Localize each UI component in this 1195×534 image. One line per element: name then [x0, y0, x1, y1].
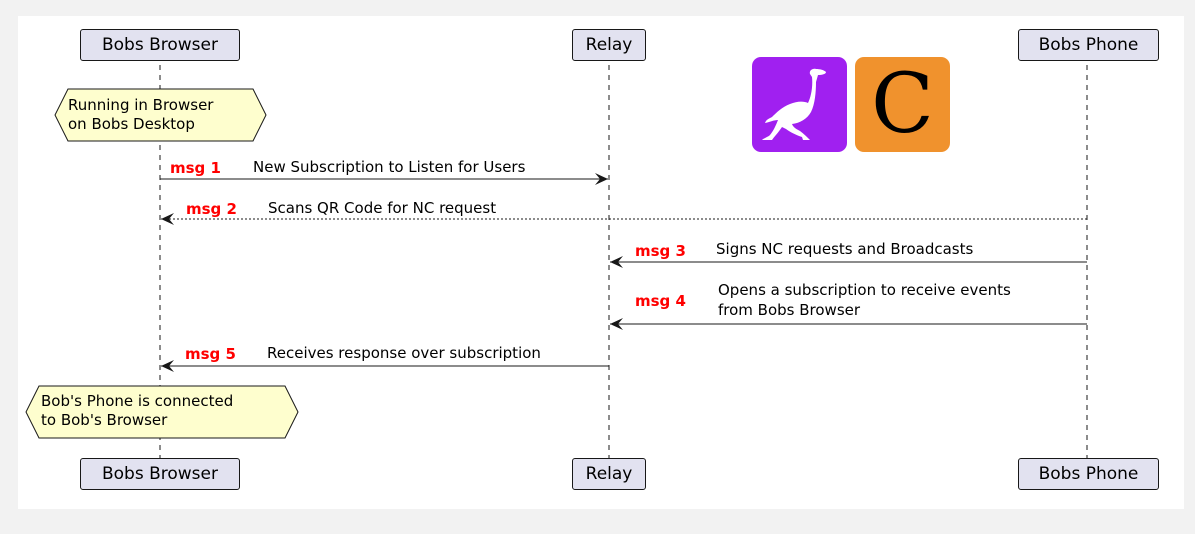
note-end-line-1: Bob's Phone is connected	[41, 392, 234, 410]
participant-relay-bottom: Relay	[572, 458, 646, 490]
participant-relay-top: Relay	[572, 29, 646, 61]
diagram-lines	[25, 65, 1088, 459]
participant-browser-top: Bobs Browser	[80, 29, 240, 61]
msg-2-number: msg 2	[186, 200, 237, 218]
c-logo-icon: C	[855, 57, 950, 152]
note-end-shape	[25, 385, 299, 439]
msg-4-text-line-1: Opens a subscription to receive events	[718, 281, 1011, 299]
note-start-line-1: Running in Browser	[68, 96, 214, 114]
msg-5-number: msg 5	[185, 345, 236, 363]
msg-3-number: msg 3	[635, 242, 686, 260]
note-start-line-2: on Bobs Desktop	[68, 115, 195, 133]
msg-1-number: msg 1	[170, 159, 221, 177]
msg-5-text: Receives response over subscription	[267, 344, 541, 362]
participant-phone-top: Bobs Phone	[1018, 29, 1159, 61]
ostrich-logo-icon	[752, 57, 847, 152]
msg-3-text: Signs NC requests and Broadcasts	[716, 240, 974, 258]
participant-browser-bottom: Bobs Browser	[80, 458, 240, 490]
note-start-shape	[54, 88, 267, 142]
msg-1-text: New Subscription to Listen for Users	[253, 158, 526, 176]
sequence-diagram: Bobs Browser Relay Bobs Phone Bobs Brows…	[18, 16, 1184, 509]
note-end-line-2: to Bob's Browser	[41, 411, 168, 429]
msg-4-text-line-2: from Bobs Browser	[718, 301, 861, 319]
participant-phone-bottom: Bobs Phone	[1018, 458, 1159, 490]
msg-4-number: msg 4	[635, 292, 686, 310]
c-logo-letter: C	[871, 57, 934, 152]
msg-2-text: Scans QR Code for NC request	[268, 199, 497, 217]
